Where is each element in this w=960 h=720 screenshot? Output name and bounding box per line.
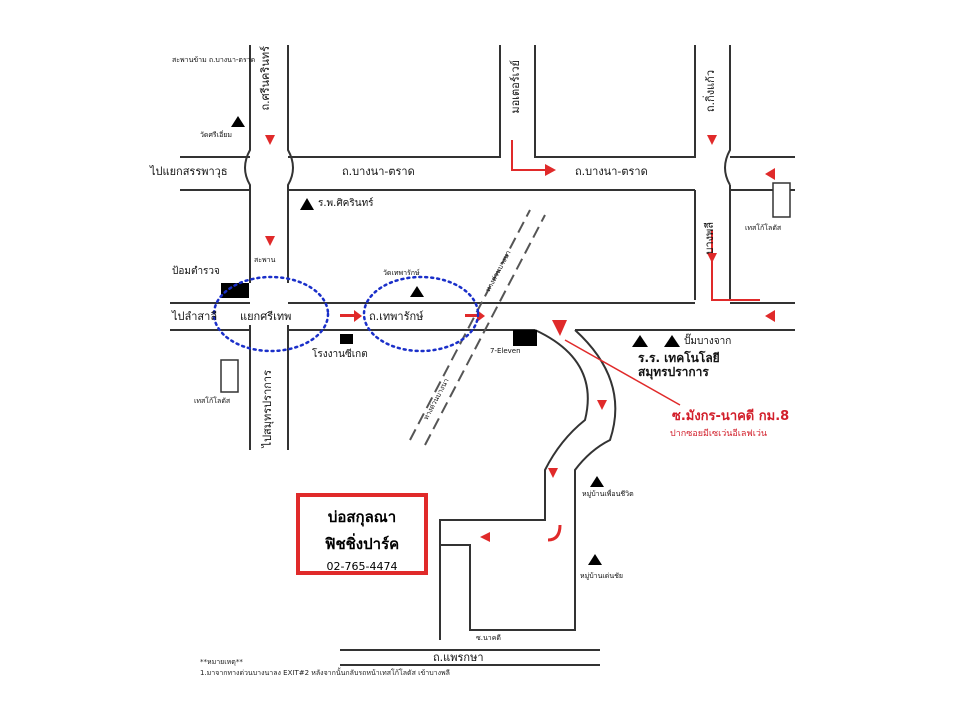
- triangle-icon: [231, 116, 245, 127]
- motorway-label: มอเตอร์เวย์: [509, 60, 522, 114]
- factory-label: โรงงานซีเกต: [312, 349, 368, 360]
- theparak-label: ถ.เทพารักษ์: [369, 310, 424, 323]
- arrow-icon: [340, 314, 354, 317]
- arrow-icon: [765, 310, 775, 322]
- landmark-symbols: [221, 116, 680, 565]
- destination-name-2: ฟิชชิ่งปาร์ค: [324, 535, 400, 553]
- destination-name-1: บ่อสกุลณา: [327, 508, 397, 526]
- phraeksa-label: ถ.แพรกษา: [433, 651, 484, 664]
- tesco-west-label: เทสโก้โลตัส: [194, 397, 231, 405]
- srinakarin-label: ถ.ศรีนครินทร์: [259, 46, 272, 111]
- factory-icon: [340, 334, 353, 344]
- theparak-circle: [362, 275, 480, 353]
- temple-label: วัดเทพารักษ์: [383, 269, 420, 277]
- intersection-label: แยกศรีเทพ: [240, 310, 292, 323]
- route-arrows: [265, 135, 775, 542]
- triangle-icon: [588, 554, 602, 565]
- bridge-label: สะพาน: [254, 256, 276, 264]
- bang-chak-label: ปั๊มบางจาก: [684, 336, 732, 347]
- srithep-circle: [212, 275, 330, 353]
- destination-phone: 02-765-4474: [326, 560, 398, 573]
- route-lines: [511, 140, 760, 301]
- hospital-label: ร.พ.ศิครินทร์: [318, 198, 374, 209]
- arrow-icon: [707, 135, 717, 145]
- police-label: ป้อมตำรวจ: [172, 266, 220, 277]
- bangna-trat-east-label: ถ.บางนา-ตราด: [575, 165, 648, 178]
- tesco-east-icon: [772, 182, 791, 218]
- triangle-icon: [300, 198, 314, 210]
- triangle-icon: [664, 335, 680, 347]
- village2-label: หมู่บ้านเด่นชัย: [580, 572, 623, 580]
- footnote: **หมายเหตุ** 1.มาจากทางด่วนบางนาลง EXIT#…: [200, 657, 450, 678]
- bang-phli-label: บางพลี: [703, 222, 716, 255]
- naphruksa-soi-label: ซ.นาคดี: [476, 634, 501, 642]
- road-lines: [170, 45, 795, 666]
- village1-label: หมู่บ้านเพื่อนชีวิต: [582, 490, 634, 498]
- tesco-east-label: เทสโก้โลตัส: [745, 224, 782, 232]
- expressway-lines: [409, 209, 546, 446]
- footnote-line1: 1.มาจากทางด่วนบางนาลง EXIT#2 หลังจากนั้น…: [200, 668, 450, 677]
- turn-note-title: ซ.มังกร-นาคดี กม.8: [672, 409, 790, 424]
- king-kaew-label: ถ.กิ่งแก้ว: [704, 70, 717, 113]
- turn-note-subtitle: ปากซอยมีเซเว่นอีเลฟเว่น: [670, 429, 768, 439]
- footnote-title: **หมายเหตุ**: [200, 658, 243, 666]
- arrow-icon: [265, 135, 275, 145]
- arrow-icon: [765, 168, 775, 180]
- to-samut-prakan-label: ไปสมุทรปราการ: [261, 370, 274, 448]
- destination-box: บ่อสกุลณา ฟิชชิ่งปาร์ค 02-765-4474: [296, 493, 428, 575]
- tesco-west-icon: [220, 359, 239, 393]
- arrow-icon: [545, 164, 556, 176]
- to-suan-luang-label: ไปแยกสรรพาวุธ: [150, 165, 228, 178]
- big-turn-arrow-icon: [552, 320, 567, 336]
- school-label-1: ร.ร. เทคโนโลยี: [638, 351, 720, 365]
- top-note-label: สะพานข้าม ถ.บางนา-ตราด: [172, 56, 256, 64]
- police-box-icon: [221, 283, 249, 298]
- highlight-circles: [212, 275, 480, 353]
- wat-label: วัดศรีเอี่ยม: [200, 131, 232, 139]
- seven-eleven-icon: [513, 330, 537, 346]
- pointer-line: [564, 339, 681, 406]
- arrow-icon: [707, 253, 717, 263]
- school-label-2: สมุทรปราการ: [638, 365, 709, 379]
- arrow-icon: [265, 236, 275, 246]
- to-lam-sali-label: ไปลำสาลี: [172, 310, 218, 323]
- triangle-icon: [410, 286, 424, 297]
- triangle-icon: [632, 335, 648, 347]
- triangle-icon: [590, 476, 604, 487]
- seven-eleven-label: 7-Eleven: [490, 347, 521, 355]
- bangna-trat-west-label: ถ.บางนา-ตราด: [342, 165, 415, 178]
